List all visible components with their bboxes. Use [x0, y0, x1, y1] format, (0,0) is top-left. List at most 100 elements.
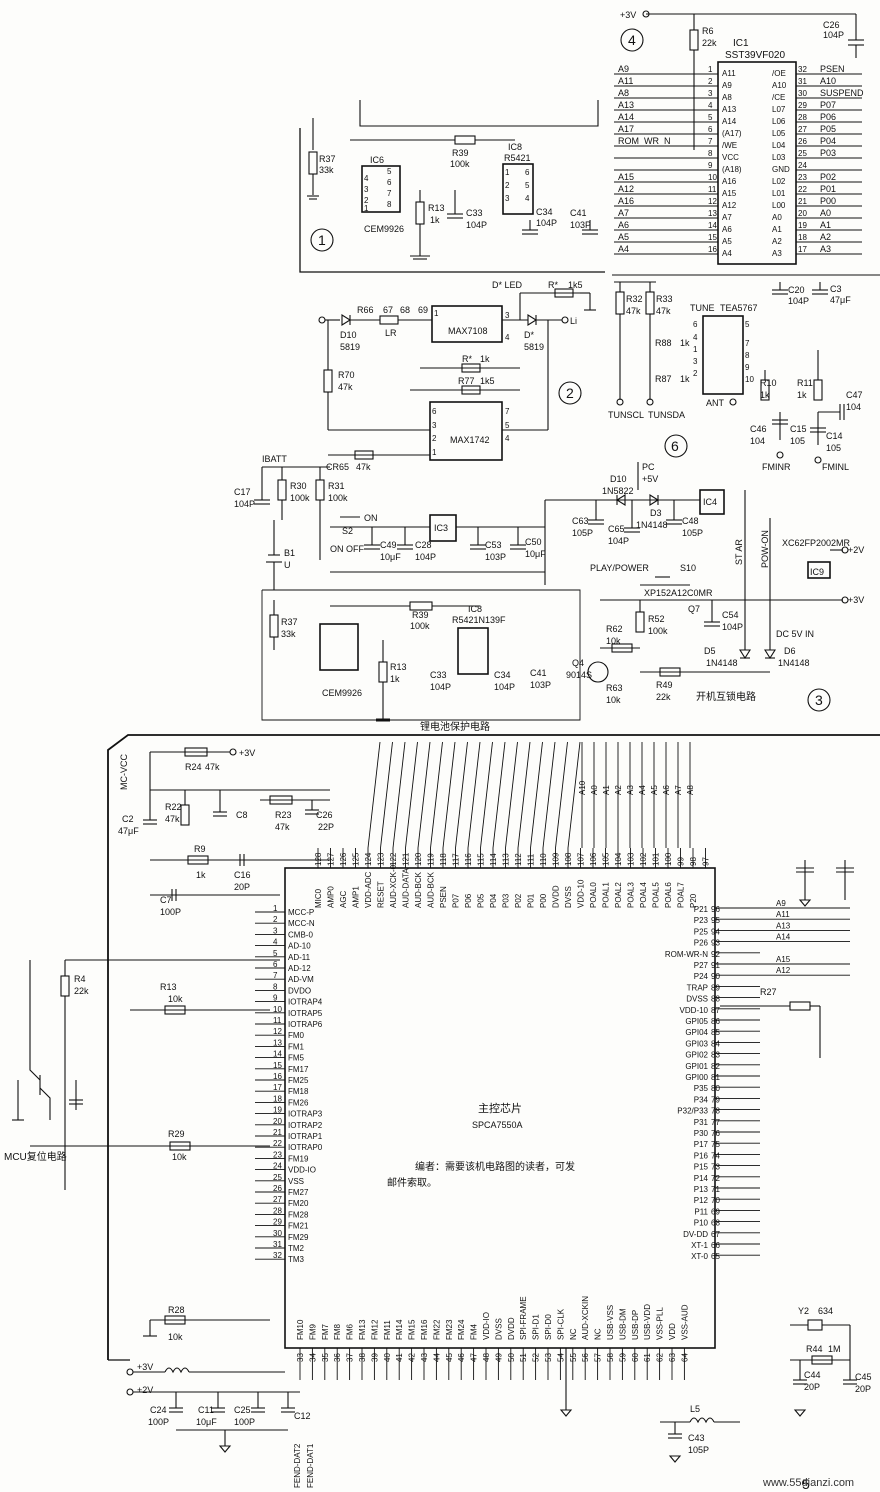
chip-left-pin-name: IOTRAP5 [288, 1009, 323, 1018]
chip-right-pin-number: 88 [711, 995, 720, 1004]
chip-right-pin-number: 79 [711, 1095, 720, 1104]
chip-top-pin-name: PSEN [439, 886, 448, 908]
svg-text:1k: 1k [760, 390, 770, 400]
chip-top-pin-number: 97 [702, 857, 711, 866]
ic1-right-pin-number: 28 [798, 113, 807, 122]
svg-text:DC 5V IN: DC 5V IN [776, 629, 814, 639]
ic1-right-pin-name: GND [772, 165, 790, 174]
ic1-left-pin-number: 13 [708, 209, 717, 218]
chip-top-pin-number: 119 [427, 853, 436, 866]
chip-top-pin-number: 127 [327, 852, 336, 866]
ic1-right-pin-number: 21 [798, 197, 807, 206]
ic1-right-net: P05 [820, 124, 836, 134]
chip-right-pin-number: 93 [711, 939, 720, 948]
ic1-right-pin-name: L05 [772, 129, 786, 138]
chip-top-bus-wire [505, 741, 518, 849]
svg-text:R5421: R5421 [504, 153, 531, 163]
address-bus-label: A1 [602, 785, 611, 795]
chip-right-pin-name: P21 [694, 905, 709, 914]
svg-text:C47: C47 [846, 390, 863, 400]
main-chip-bottom-pins: 33FM1034FM935FM736FM837FM638FM1339FM1240… [296, 1296, 689, 1380]
svg-text:Q7: Q7 [688, 604, 700, 614]
chip-left-pin-name: FM25 [288, 1076, 309, 1085]
chip-bottom-pin-name: NC [569, 1328, 578, 1340]
svg-text:C3: C3 [830, 284, 842, 294]
chip-bottom-pin-number: 53 [544, 1353, 553, 1362]
chip-right-pin-name: VDD-10 [680, 1006, 709, 1015]
ic1-left-pin-name: A6 [722, 225, 732, 234]
svg-text:D* LED: D* LED [492, 280, 523, 290]
chip-left-pin-name: FM20 [288, 1199, 309, 1208]
svg-text:1N4148: 1N4148 [636, 520, 668, 530]
chip-left-pin-name: FM26 [288, 1098, 309, 1107]
svg-text:47k: 47k [205, 762, 220, 772]
svg-text:FMINL: FMINL [822, 462, 849, 472]
chip-right-pin-number: 69 [711, 1207, 720, 1216]
chip-bottom-pin-name: FM4 [470, 1323, 479, 1340]
svg-text:R4: R4 [74, 974, 86, 984]
chip-bottom-pin-name: AUD-XCKIN [581, 1296, 590, 1340]
svg-text:C63: C63 [572, 516, 589, 526]
chip-left-pin-number: 16 [273, 1072, 282, 1081]
ic1-right-net: P01 [820, 184, 836, 194]
chip-bottom-pin-name: FM7 [321, 1323, 330, 1340]
svg-text:IC3: IC3 [434, 523, 448, 533]
svg-text:+2V: +2V [848, 545, 864, 555]
chip-top-pin-name: POAL3 [627, 882, 636, 908]
ic1-right-pin-name: A1 [772, 225, 782, 234]
svg-text:开机互锁电路: 开机互锁电路 [696, 690, 756, 703]
chip-top-pin-number: 118 [439, 853, 448, 866]
address-bus-label: A5 [650, 785, 659, 795]
chip-left-pin-number: 32 [273, 1251, 282, 1260]
chip-bottom-pin-number: 48 [482, 1353, 491, 1362]
ic1-left-pin-number: 15 [708, 233, 717, 242]
chip-right-pin-name: GPI00 [685, 1073, 708, 1082]
chip-left-pin-name: AD-12 [288, 964, 311, 973]
svg-text:C33: C33 [466, 208, 483, 218]
chip-top-pin-number: 113 [502, 853, 511, 866]
chip-top-pin-number: 106 [589, 852, 598, 866]
section-number-3: 3 [815, 692, 823, 708]
svg-text:R*: R* [462, 354, 472, 364]
ic1-left-pin-number: 10 [708, 173, 717, 182]
chip-right-pin-name: P27 [694, 961, 709, 970]
svg-text:C41: C41 [530, 668, 547, 678]
svg-text:C34: C34 [536, 207, 553, 217]
chip-top-bus-wire [367, 741, 381, 849]
chip-top-pin-number: 126 [339, 852, 348, 866]
chip-left-pin-name: TM3 [288, 1255, 305, 1264]
ic1-right-pin-name: L07 [772, 105, 786, 114]
ic1-left-pin-name: A16 [722, 177, 737, 186]
svg-text:R63: R63 [606, 683, 623, 693]
chip-left-pin-name: DVDO [288, 986, 311, 995]
chip-top-bus-wire [417, 741, 431, 849]
chip-bottom-pin-number: 33 [296, 1353, 305, 1362]
svg-text:C44: C44 [804, 1370, 821, 1380]
ic1-part: SST39VF020 [725, 50, 785, 61]
svg-text:100P: 100P [234, 1417, 255, 1427]
svg-text:R27: R27 [760, 987, 777, 997]
s1-cem9926: CEM9926 [364, 224, 404, 234]
chip-bottom-pin-number: 51 [519, 1353, 528, 1362]
svg-text:C45: C45 [855, 1372, 872, 1382]
ic1-right-net: A10 [820, 76, 836, 86]
svg-text:MC-VCC: MC-VCC [119, 754, 129, 790]
address-bus-label: A10 [578, 780, 587, 795]
chip-bottom-pin-number: 38 [358, 1353, 367, 1362]
ic1-left-net: A12 [618, 184, 634, 194]
chip-left-pin-number: 12 [273, 1027, 282, 1036]
chip-right-pin-number: 70 [711, 1196, 720, 1205]
svg-text:LR: LR [385, 328, 397, 338]
chip-top-pin-name: POAL5 [652, 882, 661, 908]
svg-text:103P: 103P [485, 552, 506, 562]
chip-bottom-pin-name: FM11 [383, 1320, 392, 1340]
ic1-right-pin-name: A3 [772, 249, 782, 258]
svg-text:D3: D3 [650, 508, 662, 518]
chip-top-pin-name: AMP0 [327, 886, 336, 908]
svg-text:Li: Li [570, 316, 577, 326]
chip-bottom-pin-number: 58 [606, 1353, 615, 1362]
chip-bottom-pin-number: 36 [333, 1353, 342, 1362]
svg-text:4: 4 [505, 434, 510, 443]
svg-text:+3V: +3V [137, 1362, 153, 1372]
